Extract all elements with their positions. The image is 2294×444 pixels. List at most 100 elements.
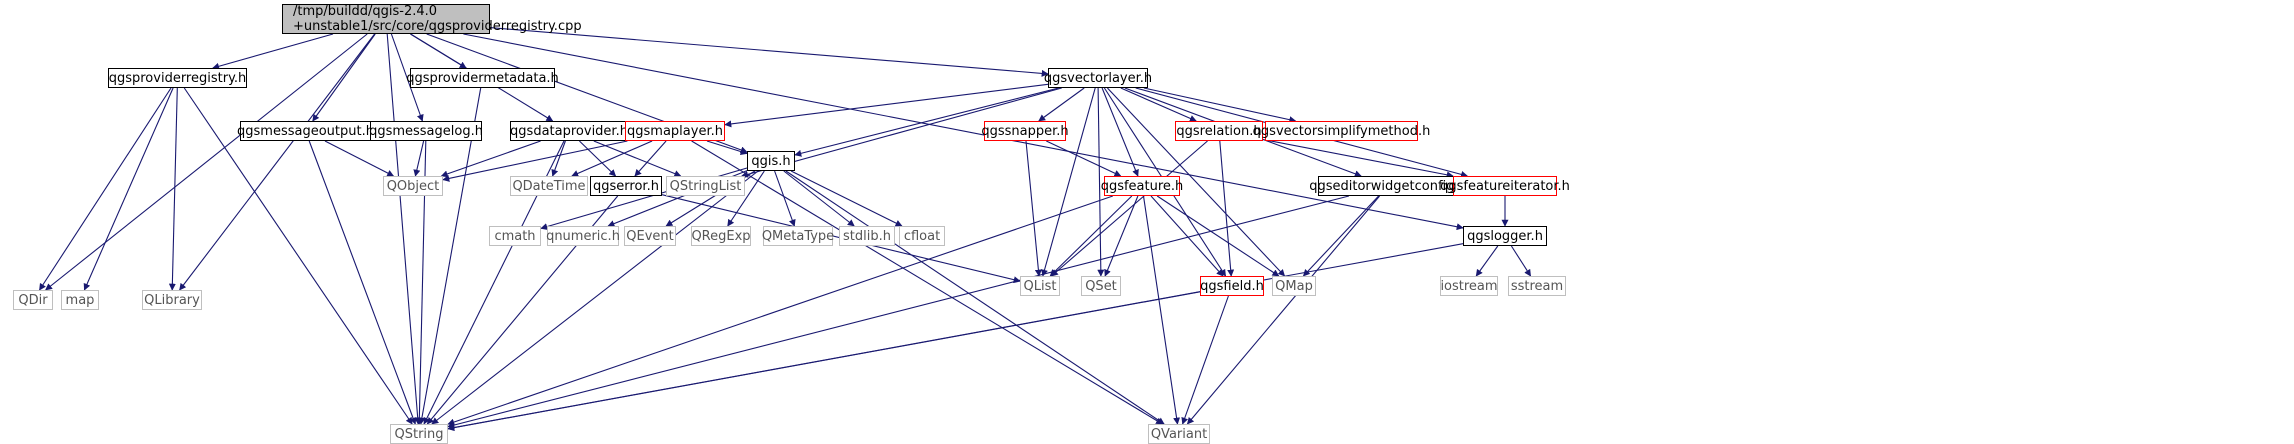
edge-qgsvectorlayer-h-to-qset: [1097, 87, 1105, 277]
node-qgsmaplayer-h[interactable]: qgsmaplayer.h: [625, 121, 725, 141]
edge-qgsmaplayer-h-to-qdatetime: [571, 140, 653, 177]
edge-qgsproviderregistry-h-to-map: [83, 87, 174, 291]
node-iostream[interactable]: iostream: [1440, 276, 1498, 296]
edge-root-file-node-to-qgsmessagelog-h: [390, 33, 424, 122]
edge-root-file-node-to-qgsvectorlayer-h: [489, 27, 1049, 77]
node-qvariant[interactable]: QVariant: [1148, 424, 1210, 444]
edge-qgis-h-to-stdlib-h: [783, 170, 855, 227]
edge-qgsvectorlayer-h-to-qlist: [1041, 87, 1096, 277]
edge-qgsfeature-h-to-qlist: [1049, 195, 1133, 277]
node-qobject[interactable]: QObject: [383, 176, 443, 196]
node-qgsvectorlayer-h[interactable]: qgsvectorlayer.h: [1044, 68, 1152, 88]
node-qgsdataprovider-h[interactable]: qgsdataprovider.h: [510, 121, 628, 141]
node-sstream[interactable]: sstream: [1508, 276, 1566, 296]
root-file-node[interactable]: /tmp/buildd/qgis-2.4.0 +unstable1/src/co…: [282, 4, 582, 34]
node-qgsmessageoutput-h[interactable]: qgsmessageoutput.h: [237, 121, 374, 141]
edge-root-file-node-to-qstring: [386, 33, 422, 425]
edge-qgis-h-to-qregexp: [727, 170, 765, 227]
node-qgsproviderregistry-h[interactable]: qgsproviderregistry.h: [108, 68, 247, 88]
edge-qgsvectorlayer-h-to-qgssnapper-h: [1038, 87, 1085, 122]
edge-qgseditorwidgetconfig-h-to-qstring: [447, 195, 1350, 429]
edge-root-file-node-to-qdir: [45, 33, 368, 291]
node-qgseditorwidgetconfig-h[interactable]: qgseditorwidgetconfig.h: [1309, 176, 1467, 196]
edge-qgsvectorlayer-h-to-qgsmaplayer-h: [724, 83, 1049, 128]
root-file-path-line1: /tmp/buildd/qgis-2.4.0: [293, 4, 438, 19]
edge-qgsmessageoutput-h-to-qstring: [308, 140, 417, 425]
edge-qgsrelation-h-to-qgsfield-h: [1219, 140, 1235, 277]
edge-root-file-node-to-qlibrary: [179, 33, 376, 291]
edge-qgslogger-h-to-qstring: [447, 243, 1464, 432]
edge-qgsdataprovider-h-to-qdatetime: [551, 140, 566, 177]
edge-qgsvectorlayer-h-to-qgsrelation-h: [1120, 87, 1197, 122]
edge-qgsproviderregistry-h-to-qdir: [39, 87, 172, 291]
edge-root-file-node-to-qgsmessageoutput-h: [312, 33, 376, 122]
edge-qgsfeature-h-to-qvariant: [1142, 195, 1181, 425]
edge-qgis-h-to-qmetatype: [774, 170, 796, 227]
node-cmath[interactable]: cmath: [489, 226, 541, 246]
edge-qgsproviderregistry-h-to-qlibrary: [168, 87, 178, 291]
edge-qgsvectorlayer-h-to-qmap: [1106, 87, 1286, 277]
node-qevent[interactable]: QEvent: [624, 226, 676, 246]
edge-qgsproviderregistry-h-to-qstring: [183, 87, 413, 425]
edge-qgsvectorlayer-h-to-qgsfeature-h: [1101, 87, 1139, 177]
node-map[interactable]: map: [61, 290, 99, 310]
edge-qgsvectorlayer-h-to-qgis-h: [794, 87, 1059, 157]
node-qgsmessagelog-h[interactable]: qgsmessagelog.h: [369, 121, 483, 141]
edge-qgis-h-to-qstring: [431, 170, 759, 425]
edge-qgsrelation-h-to-qgsfeatureiterator-h: [1262, 138, 1454, 179]
edge-qgslogger-h-to-iostream: [1475, 245, 1499, 277]
edge-qgseditorwidgetconfig-h-to-qvariant: [1186, 195, 1381, 425]
node-qstring[interactable]: QString: [390, 424, 448, 444]
edge-qgssnapper-h-to-qlist: [1025, 140, 1042, 277]
edge-qgslogger-h-to-sstream: [1510, 245, 1532, 277]
node-qgsrelation-h[interactable]: qgsrelation.h: [1175, 121, 1263, 141]
edge-qgsvectorlayer-h-to-qgsvectorsimplifymethod-h: [1143, 87, 1297, 124]
node-qmap[interactable]: QMap: [1272, 276, 1316, 296]
node-qgsfeatureiterator-h[interactable]: qgsfeatureiterator.h: [1440, 176, 1570, 196]
node-qgsfeature-h[interactable]: qgsfeature.h: [1101, 176, 1183, 196]
node-qstringlist[interactable]: QStringList: [666, 176, 745, 196]
edge-qgsrelation-h-to-qlist: [1050, 140, 1208, 277]
edge-qgis-h-to-cfloat: [790, 170, 903, 227]
edge-qgsvectorlayer-h-to-qstringlist: [741, 87, 1062, 178]
node-qdatetime[interactable]: QDateTime: [510, 176, 588, 196]
node-qgsvectorsimplifymethod-h[interactable]: qgsvectorsimplifymethod.h: [1253, 121, 1430, 141]
node-qmetatype[interactable]: QMetaType: [762, 226, 834, 246]
node-qgslogger-h[interactable]: qgslogger.h: [1463, 226, 1547, 246]
node-qset[interactable]: QSet: [1081, 276, 1121, 296]
edge-qgsmaplayer-h-to-qobject: [442, 140, 628, 182]
node-stdlib-h[interactable]: stdlib.h: [839, 226, 895, 246]
edge-qgsdataprovider-h-to-qstringlist: [593, 140, 682, 177]
edge-root-file-node-to-qgsproviderregistry-h: [212, 33, 334, 70]
node-qregexp[interactable]: QRegExp: [691, 226, 751, 246]
edge-qgsdataprovider-h-to-qobject: [440, 140, 541, 178]
edge-qgsmaplayer-h-to-qgserror-h: [634, 140, 667, 177]
root-file-path-line2: +unstable1/src/core/qgsproviderregistry.…: [293, 19, 582, 34]
edge-qgsfeature-h-to-qmap: [1156, 195, 1280, 277]
node-qdir[interactable]: QDir: [13, 290, 53, 310]
edge-qgsdataprovider-h-to-qgserror-h: [579, 140, 617, 177]
edge-qgsmaplayer-h-to-qvariant: [691, 140, 1163, 425]
edge-qgsfeature-h-to-qset: [1104, 195, 1139, 277]
node-qlist[interactable]: QList: [1020, 276, 1060, 296]
edge-qgsmessagelog-h-to-qobject: [413, 140, 425, 177]
node-qgsprovidermetadata-h[interactable]: qgsprovidermetadata.h: [406, 68, 559, 88]
edge-qgsprovidermetadata-h-to-qstring: [418, 87, 482, 425]
node-cfloat[interactable]: cfloat: [899, 226, 945, 246]
edge-qgsfield-h-to-qvariant: [1181, 295, 1229, 425]
node-qgssnapper-h[interactable]: qgssnapper.h: [981, 121, 1069, 141]
edge-qgseditorwidgetconfig-h-to-qmap: [1302, 195, 1380, 277]
edge-qgsfeature-h-to-qstring: [447, 195, 1113, 426]
edge-qgis-h-to-qvariant: [785, 170, 1165, 425]
edge-qgsmaplayer-h-to-qgis-h: [706, 140, 748, 155]
edge-qgssnapper-h-to-qgsfeature-h: [1046, 140, 1122, 177]
node-qgsfield-h[interactable]: qgsfield.h: [1200, 276, 1264, 296]
node-qnumeric-h[interactable]: qnumeric.h: [546, 226, 620, 246]
edge-qgsmessageoutput-h-to-qobject: [324, 140, 395, 177]
node-qgserror-h[interactable]: qgserror.h: [590, 176, 662, 196]
node-qlibrary[interactable]: QLibrary: [142, 290, 202, 310]
edge-root-file-node-to-qgslogger-h: [463, 33, 1464, 231]
node-qgis-h[interactable]: qgis.h: [747, 151, 795, 171]
edge-qgsfeature-h-to-qgsfield-h: [1150, 195, 1224, 277]
